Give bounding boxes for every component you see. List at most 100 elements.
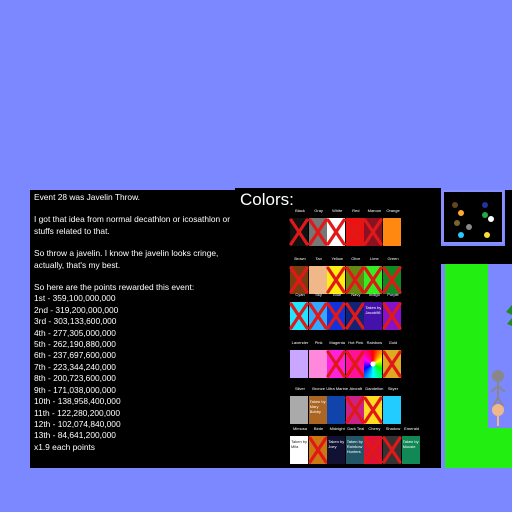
scene-bar xyxy=(441,246,512,264)
color-swatch-fill xyxy=(308,350,327,378)
points-item: 8th - 200,723,600,000 xyxy=(34,373,116,384)
color-swatch-fill xyxy=(290,436,308,464)
color-swatch[interactable]: Sky xyxy=(307,292,328,330)
colors-title: Colors: xyxy=(240,190,294,209)
color-swatch-fill xyxy=(364,302,383,330)
color-swatch-fill xyxy=(401,436,420,464)
mini-preview xyxy=(444,192,502,242)
green-field-left xyxy=(445,264,488,468)
color-swatch[interactable]: White xyxy=(326,208,346,246)
event-idea: I got that idea from normal decathlon or… xyxy=(34,214,230,236)
color-swatch-fill xyxy=(327,396,346,424)
color-swatch-fill xyxy=(327,218,346,246)
color-swatch-label: Yellow xyxy=(331,256,343,261)
color-swatch-fill xyxy=(383,436,401,464)
color-swatch[interactable]: Yellow xyxy=(326,256,346,294)
color-swatch[interactable]: Black xyxy=(289,208,309,246)
color-swatch-label: Green xyxy=(387,256,399,261)
color-swatch[interactable]: Shadow xyxy=(382,426,402,464)
color-swatch-label: Emerald xyxy=(404,426,420,431)
color-swatch[interactable]: Maroon xyxy=(363,208,383,246)
color-swatch-fill xyxy=(383,350,401,378)
color-swatch[interactable]: Birde xyxy=(307,426,328,464)
color-swatch-fill xyxy=(364,218,383,246)
color-swatch[interactable]: Aircraft xyxy=(345,386,365,424)
stick-figure-icon xyxy=(490,370,506,426)
color-swatch-taken-note: Taken by Rainbow Hunters xyxy=(346,439,363,454)
color-swatch-label: Birde xyxy=(313,426,324,431)
color-swatch-fill xyxy=(327,302,346,330)
color-swatch[interactable]: Brown xyxy=(289,256,309,294)
color-swatch-label: Brown xyxy=(294,256,306,261)
event-intro: Event 28 was Javelin Throw. xyxy=(34,192,140,202)
color-swatch[interactable]: Dandelion xyxy=(363,386,383,424)
color-swatch[interactable]: Lime xyxy=(363,256,383,294)
color-swatch[interactable]: Ultra Marine xyxy=(326,386,348,424)
color-swatch-label: Rainbow xyxy=(366,340,383,345)
color-swatch[interactable]: Hot Pink xyxy=(345,340,365,378)
color-swatch-label: Orange xyxy=(386,208,400,213)
color-swatch-label: Shadow xyxy=(385,426,401,431)
color-swatch[interactable]: Red xyxy=(345,208,365,246)
color-swatch-fill xyxy=(364,350,383,378)
color-swatch[interactable]: Lavender xyxy=(290,340,308,378)
color-swatch-label: Cherry xyxy=(368,426,381,431)
color-swatch[interactable]: Olive xyxy=(345,256,365,294)
color-swatch[interactable]: Green xyxy=(382,256,402,294)
points-item: 3rd - 303,133,600,000 xyxy=(34,316,117,327)
color-swatch-label: Lime xyxy=(370,256,379,261)
color-swatch-taken-note: Taken by Mila xyxy=(291,439,307,449)
color-swatch-label: Dark Teal xyxy=(347,426,365,431)
color-swatch-label: Skyer xyxy=(387,386,399,391)
color-swatch[interactable]: Magenta xyxy=(326,340,346,378)
color-swatch[interactable]: Skyer xyxy=(383,386,401,424)
preview-dot xyxy=(488,216,494,222)
color-swatch-label: Mimosa xyxy=(292,426,307,431)
color-swatch-fill xyxy=(290,396,308,424)
color-swatch-label: Purple xyxy=(387,292,399,297)
color-swatch[interactable]: Gray xyxy=(307,208,328,246)
scene-edge xyxy=(505,190,512,246)
color-swatch-label: Indigo xyxy=(368,292,380,297)
color-swatch-fill xyxy=(383,396,401,424)
color-swatch-label: Bronze xyxy=(312,386,325,391)
color-swatch[interactable]: Blue xyxy=(326,292,346,330)
color-swatch-fill xyxy=(345,266,364,294)
color-swatch-fill xyxy=(345,218,364,246)
color-swatch[interactable]: Silver xyxy=(290,386,308,424)
preview-dot xyxy=(466,224,472,230)
color-swatch-fill xyxy=(383,218,401,246)
color-swatch-fill xyxy=(308,436,327,464)
color-swatch-label: Magenta xyxy=(329,340,345,345)
color-swatch[interactable]: Purple xyxy=(382,292,402,330)
color-swatch-label: Black xyxy=(295,208,305,213)
color-swatch[interactable]: Navy xyxy=(345,292,365,330)
color-swatch-label: Ultra Marine xyxy=(326,386,349,391)
points-item: 9th - 171,038,000,000 xyxy=(34,384,116,395)
color-swatch[interactable]: Orange xyxy=(383,208,401,246)
points-list: 1st - 359,100,000,000 2nd - 319,200,000,… xyxy=(34,293,231,441)
points-intro: So here are the points rewarded this eve… xyxy=(34,282,195,293)
preview-dot xyxy=(454,220,460,226)
color-swatch-label: Silver xyxy=(294,386,305,391)
color-swatch[interactable]: Cherry xyxy=(363,426,383,464)
color-swatch-fill xyxy=(290,266,308,294)
preview-dot xyxy=(484,232,490,238)
color-swatch[interactable]: Cyan xyxy=(289,292,309,330)
color-swatch[interactable]: Gold xyxy=(382,340,402,378)
color-swatch-label: Aircraft xyxy=(349,386,363,391)
color-swatch[interactable]: Rainbow xyxy=(364,340,383,378)
color-swatch[interactable]: Tan xyxy=(308,256,327,294)
color-swatch[interactable]: Pink xyxy=(308,340,327,378)
color-swatch-label: Red xyxy=(352,208,360,213)
color-swatch-fill xyxy=(308,266,327,294)
color-swatch-label: Cyan xyxy=(295,292,305,297)
color-swatch-taken-note: Taken by Mousie xyxy=(402,439,419,449)
